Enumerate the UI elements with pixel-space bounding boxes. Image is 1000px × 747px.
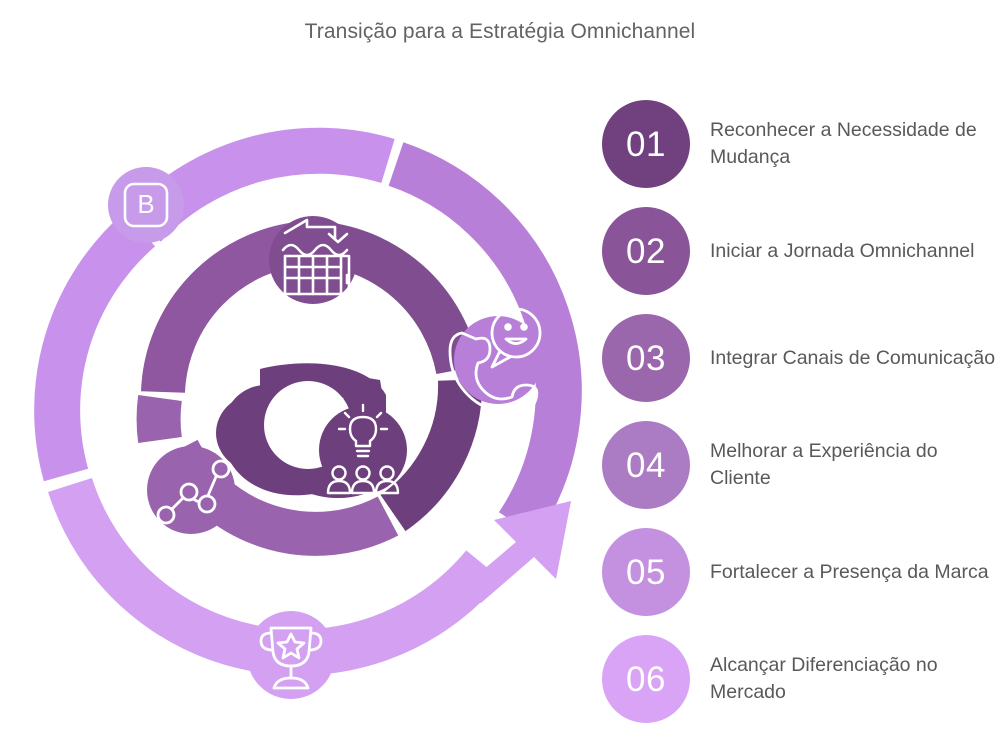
step-badge-03: 03 [602,314,690,402]
outer-segment-3 [34,211,156,482]
step-number-05: 05 [626,552,666,592]
steps-list: 01 Reconhecer a Necessidade de Mudança 0… [602,100,998,730]
step-number-04: 04 [626,445,666,485]
spiral-diagram: B [8,95,608,735]
spiral-arrow-head [463,501,571,603]
step-item-01[interactable]: 01 Reconhecer a Necessidade de Mudança [602,100,998,188]
step-badge-05: 05 [602,528,690,616]
step-badge-06: 06 [602,635,690,723]
middle-segment-3 [380,379,483,532]
step-item-06[interactable]: 06 Alcançar Diferenciação no Mercado [602,635,998,723]
step-label-06: Alcançar Diferenciação no Mercado [710,654,938,703]
step-label-01: Reconhecer a Necessidade de Mudança [710,119,977,168]
step-label-03: Integrar Canais de Comunicação [710,346,996,369]
step-badge-01: 01 [602,100,690,188]
step-item-05[interactable]: 05 Fortalecer a Presença da Marca [602,528,998,616]
customer-support-icon-bg [454,316,542,404]
network-nodes-icon [147,446,235,534]
trophy-icon [247,611,335,699]
badge-b[interactable]: B [108,167,184,243]
step-label-02: Iniciar a Jornada Omnichannel [710,239,975,262]
badge-b-frame [123,182,169,228]
step-item-03[interactable]: 03 Integrar Canais de Comunicação [602,314,998,402]
step-number-01: 01 [626,124,666,164]
step-badge-02: 02 [602,207,690,295]
step-label-05: Fortalecer a Presença da Marca [710,560,989,583]
storefront-icon [269,216,357,304]
inner-curl-tail [260,363,386,425]
page-title: Transição para a Estratégia Omnichannel [304,20,696,43]
badge-b-letter: B [137,189,154,219]
step-number-03: 03 [626,338,666,378]
middle-segment-5 [136,395,182,443]
step-item-02[interactable]: 02 Iniciar a Jornada Omnichannel [602,207,998,295]
step-number-02: 02 [626,231,666,271]
outer-segment-2 [388,142,582,538]
team-idea-icon [319,403,407,495]
step-badge-04: 04 [602,421,690,509]
trophy-icon-bg [247,611,335,699]
step-number-06: 06 [626,659,666,699]
step-item-04[interactable]: 04 Melhorar a Experiência do Cliente [602,421,998,509]
step-label-04: Melhorar a Experiência do Cliente [710,440,938,489]
customer-support-icon [448,307,542,415]
